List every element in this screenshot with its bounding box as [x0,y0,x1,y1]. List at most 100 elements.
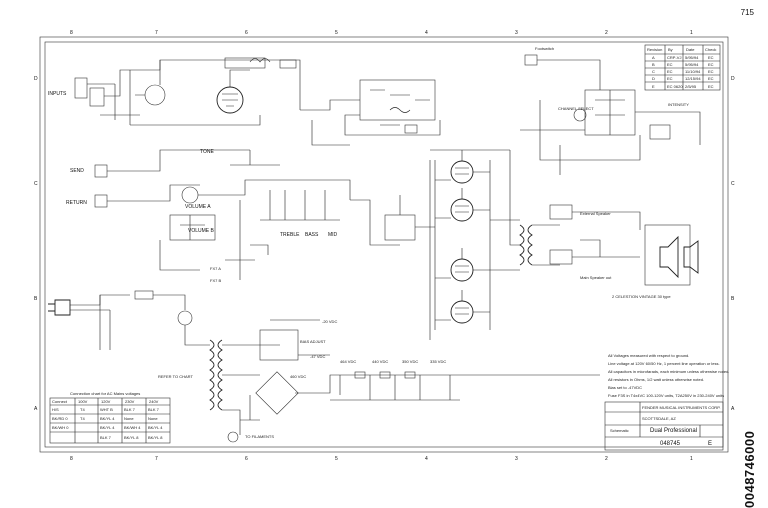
label-send: SEND [70,168,84,174]
rev-header-1: By [668,47,673,52]
grid-col-bot-3: 6 [245,456,248,462]
schematic-drawing: 8 7 6 5 4 3 2 1 8 7 6 5 4 3 2 1 D C B A … [34,30,735,462]
conn-cell: BK/WH 4 [124,425,141,430]
page-number: 715 [740,8,754,17]
rev-cell: EC [667,76,673,81]
rev-cell: EC [708,76,714,81]
rev-cell: 2/5/95 [685,84,697,89]
rev-cell: EC [667,69,673,74]
rev-cell: EC [708,69,714,74]
label-tone: TONE [200,149,214,155]
grid-row-left-1: D [34,76,38,82]
grid-row-left-2: C [34,181,38,187]
connection-chart-title: Connection chart for AC Mains voltages [70,391,140,396]
conn-header-2: 120V [101,399,111,404]
conn-cell: BK/WH 0 [52,425,69,430]
grid-col-top-7: 2 [605,30,608,36]
grid-col-top-5: 4 [425,30,428,36]
conn-header-4: 240V [149,399,159,404]
label-external-speaker: External Speaker [580,211,611,216]
grid-row-left-4: A [34,406,38,412]
conn-cell: H/S [52,407,59,412]
label-v20: -20 VDC [322,319,337,324]
grid-col-top-4: 5 [335,30,338,36]
conn-cell: BK/YL 8 [148,435,163,440]
reverb-section: Footswitch CHANNEL SELECT INTENSITY [520,46,701,175]
drawing-sheet: Schematic [610,428,629,433]
rev-header-2: Date [686,47,695,52]
label-treble: TREBLE [280,232,300,238]
label-v47: -47 VDC [310,354,325,359]
border-inner [44,41,724,448]
power-amp: External Speaker Main Speaker out 2 CELE… [350,149,699,340]
company-name: FENDER MUSICAL INSTRUMENTS CORP. [642,405,720,410]
conn-cell: BK/YL 4 [100,425,115,430]
rev-cell: A [652,55,655,60]
label-to-filaments: TO FILAMENTS [245,434,274,439]
grid-labels: 8 7 6 5 4 3 2 1 8 7 6 5 4 3 2 1 D C B A … [34,30,735,462]
conn-cell: BLK 7 [124,407,136,412]
conn-cell: BLK 7 [100,435,112,440]
rev-cell: 12/15/94 [685,76,701,81]
rev-cell: 5/95/94 [685,62,699,67]
conn-header-1: 100V [78,399,88,404]
label-mid: MID [328,232,338,238]
revision-letter: E [708,441,712,447]
conn-cell: BK/YL 4 [148,425,163,430]
label-v350: 350 VDC [402,359,418,364]
label-volume-b: VOLUME B [188,228,215,234]
label-speaker-note: 2 CELESTION VINTAGE 30 type [612,294,671,299]
conn-cell: BK/YL 4 [100,416,115,421]
label-bias-adjust: BIAS ADJUST [300,339,326,344]
grid-col-top-3: 6 [245,30,248,36]
rev-cell: EC [708,62,714,67]
rev-cell: EC [708,55,714,60]
conn-cell: BK/YL 8 [124,435,139,440]
conn-cell: BLK 7 [148,407,160,412]
note-6: Fuse F3S in T4x4VC 100-120V units, T2A25… [608,393,724,398]
note-2: Line voltage at 120V 60/50 Hz, 1 percent… [608,361,720,366]
tone-stack: SEND RETURN TONE VOLUME A VOLUME B TREBL… [66,149,351,283]
conn-cell: T4 [80,416,85,421]
label-v440: 440 VDC [372,359,388,364]
note-3: All capacitors in microfarads, each mini… [608,369,729,374]
rev-header-0: Revision [647,47,662,52]
grid-col-bot-7: 2 [605,456,608,462]
title-block: FENDER MUSICAL INSTRUMENTS CORP. SCOTTSD… [604,401,724,451]
grid-col-top-1: 8 [70,30,73,36]
conn-cell: T4 [80,407,85,412]
rev-cell: 11/10/94 [685,69,701,74]
grid-col-top-8: 1 [690,30,693,36]
rev-cell: C [652,69,655,74]
note-5: Bias set to -47VDC [608,385,642,390]
rev-cell: EC [667,62,673,67]
label-fx-a: FX7 A [210,266,221,271]
rev-cell: D [652,76,655,81]
part-number: 048745 [660,441,681,447]
grid-col-bot-2: 7 [155,456,158,462]
label-refer-to-chart: REFER TO CHART [158,374,193,379]
rev-cell: EC [708,84,714,89]
grid-col-bot-8: 1 [690,456,693,462]
notes: All Voltages measured with respect to gr… [608,353,729,398]
grid-row-right-2: C [731,181,735,187]
rev-cell: EC 0620 [667,84,683,89]
label-footswitch: Footswitch [535,46,554,51]
preamp-section: INPUTS [48,57,441,146]
label-channel-select: CHANNEL SELECT [558,106,594,111]
label-intensity: INTENSITY [668,102,689,107]
grid-col-top-6: 3 [515,30,518,36]
grid-row-right-1: D [731,76,735,82]
rev-cell: CRP-VJ [667,55,681,60]
rev-cell: 5/95/94 [685,55,699,60]
grid-col-bot-6: 3 [515,456,518,462]
grid-row-right-4: A [731,406,735,412]
connection-chart: Connection chart for AC Mains voltages C… [49,391,171,444]
grid-col-bot-5: 4 [425,456,428,462]
label-return: RETURN [66,200,87,206]
conn-cell: BK/RD 0 [52,416,68,421]
conn-header-0: Connect [52,399,68,404]
label-bass: BASS [305,232,319,238]
rev-header-3: Check [705,47,716,52]
rev-cell: B [652,62,655,67]
